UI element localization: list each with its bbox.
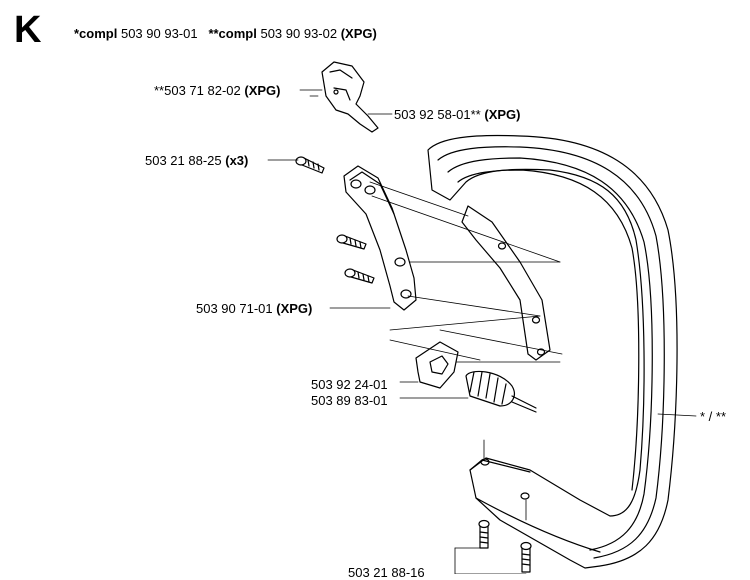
part-suffix: (XPG) [484, 107, 521, 122]
screw-bottom-1 [478, 519, 490, 549]
handle-mount-arm [461, 205, 551, 361]
damper-block [415, 341, 459, 389]
part-number: 503 21 88-16 [348, 565, 425, 580]
compl2-prefix: **compl [208, 26, 257, 41]
front-handle-bar [427, 134, 678, 569]
part-label-bracket: 503 90 71-01 (XPG) [196, 301, 312, 316]
part-suffix: (XPG) [276, 301, 313, 316]
part-label-damper: 503 92 24-01 [311, 377, 388, 392]
part-label-handle: * / ** [700, 409, 726, 424]
compl1-number: 503 90 93-01 [120, 26, 198, 41]
part-number: 503 89 83-01 [311, 393, 388, 408]
section-letter: K [14, 9, 42, 51]
part-label-spring: 503 89 83-01 [311, 393, 388, 408]
screw-top [295, 156, 325, 174]
assembly-header: *compl 503 90 93-01 **compl 503 90 93-02… [74, 26, 377, 42]
part-number: 503 21 88-25 [145, 153, 222, 168]
compl1-prefix: *compl [74, 26, 118, 41]
part-label-bottom-screw: 503 21 88-16 [348, 565, 425, 580]
part-label-lever: 503 92 58-01** (XPG) [394, 107, 521, 122]
assembly-lines [267, 89, 697, 574]
part-suffix: (x3) [225, 153, 249, 168]
mount-plate-bracket [343, 165, 417, 311]
part-label-throttle: **503 71 82-02 (XPG) [154, 83, 281, 98]
screw-bottom-2 [520, 541, 532, 573]
compl2-number: 503 90 93-02 [260, 26, 338, 41]
vibration-spring [465, 370, 537, 413]
screw-middle-1 [336, 234, 367, 250]
part-number: 503 90 71-01 [196, 301, 273, 316]
part-number: 503 92 24-01 [311, 377, 388, 392]
part-number: * / ** [700, 409, 727, 424]
screw-middle-2 [344, 268, 375, 284]
part-number: 503 92 58-01** [394, 107, 481, 122]
compl2-suffix: (XPG) [340, 26, 377, 41]
part-suffix: (XPG) [244, 83, 281, 98]
throttle-lever-part [321, 61, 379, 133]
part-number: **503 71 82-02 [154, 83, 241, 98]
bar-lower-holes [480, 458, 530, 500]
part-label-screw: 503 21 88-25 (x3) [145, 153, 248, 168]
